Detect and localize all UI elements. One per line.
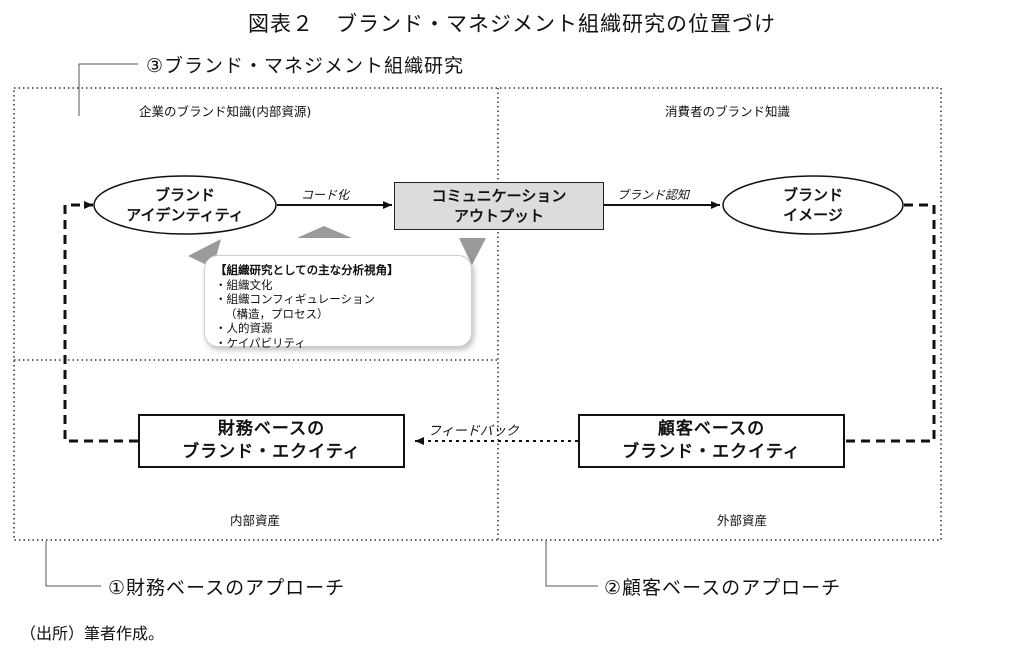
customer-equity-line1: 顧客ベースの <box>657 419 766 439</box>
consumer-brand-knowledge-label: 消費者のブランド知識 <box>665 104 791 119</box>
financial-equity-line1: 財務ベースの <box>217 419 326 439</box>
brand-recognition-label: ブランド認知 <box>617 188 690 202</box>
brand-identity-line2: アイデンティティ <box>126 206 244 224</box>
brand-identity-line1: ブランド <box>154 186 215 204</box>
customer-approach-label: ②顧客ベースのアプローチ <box>604 577 842 599</box>
financial-approach-label: ①財務ベースのアプローチ <box>108 577 346 599</box>
brand-image-oval <box>722 175 904 235</box>
callout-item: ・組織文化 <box>215 277 273 292</box>
financial-brand-equity-box: 財務ベースの ブランド・エクイティ <box>138 414 405 468</box>
figure-title: 図表２ ブランド・マネジメント組織研究の位置づけ <box>248 12 776 36</box>
communication-output-line2: アウトプット <box>453 207 544 225</box>
brand-identity-oval <box>93 175 277 235</box>
financial-equity-line2: ブランド・エクイティ <box>182 442 361 462</box>
brand-identity-node: ブランド アイデンティティ <box>94 185 276 225</box>
callout-pointer-center <box>297 226 352 238</box>
callout-item: ・ケイパビリティ <box>215 335 306 350</box>
corporate-brand-knowledge-label: 企業のブランド知識(内部資源) <box>139 104 312 119</box>
feedback-label: フィードバック <box>428 424 519 439</box>
source-note: （出所）筆者作成。 <box>20 624 165 643</box>
outer-frame <box>13 87 942 541</box>
encoding-label: コード化 <box>301 188 350 202</box>
communication-output-line1: コミュニケーション <box>431 187 567 205</box>
brand-image-node: ブランド イメージ <box>723 185 903 225</box>
callout-item: ・人的資源 <box>215 321 273 335</box>
communication-output-box: コミュニケーション アウトプット <box>394 182 604 230</box>
customer-brand-equity-box: 顧客ベースの ブランド・エクイティ <box>578 414 845 468</box>
customer-equity-line2: ブランド・エクイティ <box>622 442 801 462</box>
customer-approach-bracket <box>545 541 598 587</box>
callout-pointer-right <box>459 238 486 265</box>
customer-loop-dashed <box>845 203 936 443</box>
org-research-bracket <box>78 63 138 116</box>
analysis-perspectives-callout: 【組織研究としての主な分析視角】 ・組織文化 ・組織コンフィギュレーション （構… <box>204 255 472 350</box>
financial-loop-dashed <box>63 201 138 443</box>
callout-item: ・組織コンフィギュレーション <box>215 292 375 306</box>
callout-heading: 【組織研究としての主な分析視角】 <box>215 263 399 277</box>
brand-image-line1: ブランド <box>782 186 843 204</box>
internal-assets-label: 内部資産 <box>230 513 281 528</box>
callout-item: （構造，プロセス） <box>225 306 329 321</box>
org-research-label: ③ブランド・マネジメント組織研究 <box>146 55 465 77</box>
external-assets-label: 外部資産 <box>717 513 768 528</box>
brand-image-line2: イメージ <box>783 206 843 224</box>
financial-approach-bracket <box>45 541 101 587</box>
